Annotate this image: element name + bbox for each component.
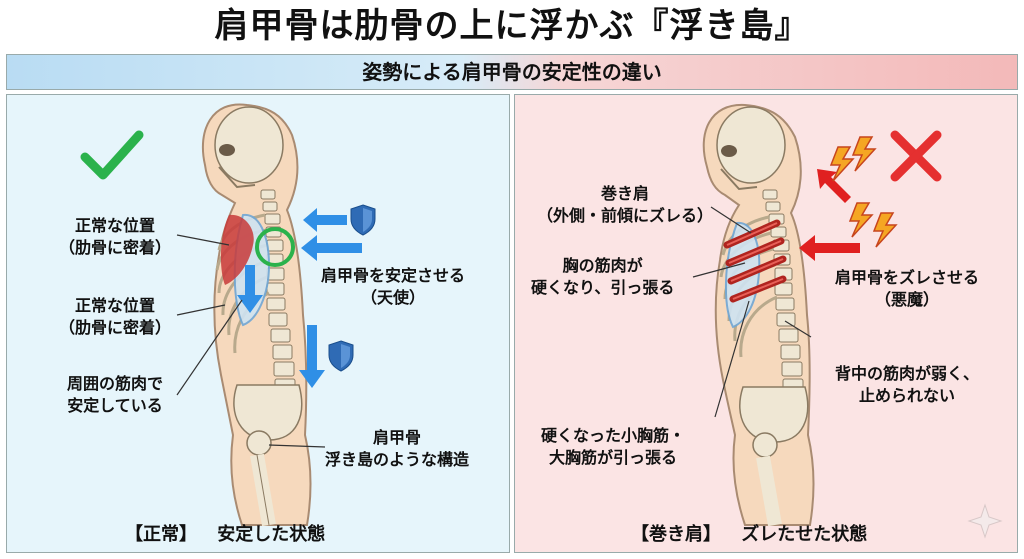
label-tight-chest: 胸の筋肉が 硬くなり、引っ張る <box>531 256 675 297</box>
label-weak-back: 背中の筋肉が弱く、 止められない <box>835 364 980 405</box>
arrow-icon <box>799 169 860 261</box>
leader-lines <box>176 234 326 448</box>
label-rounded-shoulder: 巻き肩 （外側・前傾にズレる） <box>537 184 714 225</box>
label-normal-position-1: 正常な位置 （肋骨に密着） <box>59 216 172 257</box>
panel-normal: 正常な位置 （肋骨に密着） 正常な位置 （肋骨に密着） 周囲の筋肉で 安定してい… <box>6 94 510 553</box>
rounded-shoulder-figure <box>692 103 1003 539</box>
label-floating-island: 肩甲骨 浮き島のような構造 <box>325 428 470 469</box>
arrow-icon <box>237 208 362 388</box>
footer-normal: 【正常】 安定した状態 <box>125 524 326 545</box>
page-title: 肩甲骨は肋骨の上に浮かぶ『浮き島』 <box>214 6 810 46</box>
label-surrounding-muscles: 周囲の筋肉で 安定している <box>67 374 164 415</box>
pelvis <box>739 386 809 527</box>
footer-rounded-shoulder: 【巻き肩】 ズレたせた状態 <box>631 524 868 545</box>
normal-posture-figure <box>80 103 376 527</box>
tight-pectoral-highlight <box>726 222 784 300</box>
lightning-icon <box>829 136 898 248</box>
skull <box>716 106 786 191</box>
shield-icon <box>328 340 354 372</box>
skull <box>214 106 284 189</box>
label-stabilizer-angel: 肩甲骨を安定させる （天使） <box>321 266 466 307</box>
label-displacer-devil: 肩甲骨をズレさせる （悪魔） <box>835 268 980 309</box>
scapula-highlight-circle <box>255 227 295 267</box>
pectoral-muscle <box>220 214 254 285</box>
shield-icon <box>350 204 376 236</box>
check-icon <box>80 130 144 180</box>
subtitle-bar: 姿勢による肩甲骨の安定性の違い <box>6 54 1018 90</box>
spine <box>762 189 804 394</box>
panel-rounded-shoulder: 巻き肩 （外側・前傾にズレる） 胸の筋肉が 硬くなり、引っ張る 肩甲骨をズレさせ… <box>514 94 1018 553</box>
pelvis <box>233 384 303 527</box>
cross-icon <box>890 130 942 182</box>
label-pectoral-pull: 硬くなった小胸筋・ 大胸筋が引っ張る <box>541 426 686 467</box>
sparkle-icon <box>967 503 1003 539</box>
label-normal-position-2: 正常な位置 （肋骨に密着） <box>59 296 172 337</box>
leader-lines <box>692 206 812 418</box>
subtitle: 姿勢による肩甲骨の安定性の違い <box>362 60 662 84</box>
